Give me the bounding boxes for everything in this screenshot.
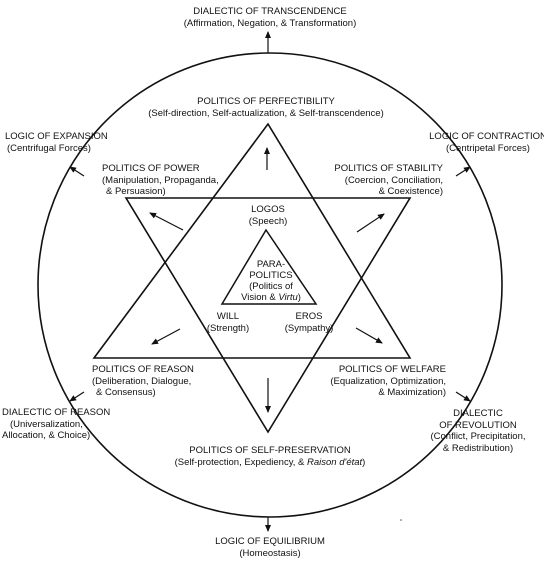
power-sub2: & Persuasion): [106, 186, 166, 197]
contraction-sub: (Centripetal Forces): [446, 142, 530, 154]
label-politics-of-power: POLITICS OF POWER (Manipulation, Propaga…: [102, 163, 219, 198]
welfare-title: POLITICS OF WELFARE: [338, 364, 446, 375]
label-politics-of-reason: POLITICS OF REASON (Deliberation, Dialog…: [92, 364, 194, 399]
speck-mark: [400, 519, 402, 521]
parapolitics-line3: (Politics of: [249, 281, 293, 292]
outer-circle: [37, 52, 503, 518]
equilibrium-title: LOGIC OF EQUILIBRIUM: [215, 536, 325, 547]
parapolitics-line4a: Vision &: [241, 292, 279, 303]
label-parapolitics: PARA- POLITICS (Politics of Vision & Vir…: [241, 259, 301, 303]
raison-d-etat: Raison d'état: [307, 456, 363, 468]
label-dialectic-of-transcendence: DIALECTIC OF TRANSCENDENCE (Affirmation,…: [184, 6, 356, 29]
stability-sub2: & Coexistence): [378, 186, 443, 197]
stability-sub1: (Coercion, Conciliation,: [344, 174, 443, 186]
reason-dialectic-sub1: (Universalization,: [10, 418, 83, 430]
self-preservation-sub-c: ): [362, 456, 366, 468]
welfare-sub2: & Maximization): [378, 387, 446, 398]
arrow-to-stability: [356, 213, 385, 233]
stability-title: POLITICS OF STABILITY: [334, 163, 443, 174]
label-politics-of-welfare: POLITICS OF WELFARE (Equalization, Optim…: [330, 364, 446, 399]
contraction-title: LOGIC OF CONTRACTION: [429, 131, 544, 142]
parapolitics-line4: Vision & Virtu): [241, 292, 301, 303]
label-logic-of-contraction: LOGIC OF CONTRACTION (Centripetal Forces…: [429, 131, 544, 154]
reason-dialectic-sub2: Allocation, & Choice): [2, 430, 91, 441]
label-politics-of-self-preservation: POLITICS OF SELF-PRESERVATION (Self-prot…: [175, 445, 366, 468]
expansion-sub: (Centrifugal Forces): [7, 142, 91, 154]
equilibrium-sub: (Homeostasis): [239, 547, 301, 559]
inner-triangle: [220, 228, 318, 305]
revolution-sub2: & Redistribution): [442, 442, 514, 454]
self-preservation-title: POLITICS OF SELF-PRESERVATION: [189, 445, 351, 456]
upward-triangle: [92, 122, 412, 359]
will-title: WILL: [216, 311, 240, 322]
expansion-title: LOGIC OF EXPANSION: [5, 131, 108, 142]
eros-sub: (Sympathy): [284, 322, 334, 334]
label-eros: EROS (Sympathy): [285, 311, 334, 334]
revolution-sub1: (Conflict, Precipitation,: [430, 431, 526, 442]
reason-title: POLITICS OF REASON: [92, 364, 194, 375]
arrow-to-welfare: [355, 327, 383, 344]
parapolitics-line4c: ): [297, 292, 301, 303]
label-logos: LOGOS (Speech): [249, 204, 288, 227]
parapolitics-line2: POLITICS: [249, 270, 293, 281]
arrow-to-reason: [151, 328, 181, 345]
welfare-sub1: (Equalization, Optimization,: [330, 375, 446, 387]
arrow-revolution: [455, 391, 471, 402]
downward-triangle: [124, 197, 412, 434]
arrow-to-power: [149, 212, 184, 231]
label-logic-of-expansion: LOGIC OF EXPANSION (Centrifugal Forces): [5, 131, 108, 154]
label-dialectic-of-reason: DIALECTIC OF REASON (Universalization, A…: [2, 407, 110, 442]
parapolitics-virtu: Virtu: [278, 292, 298, 303]
power-title: POLITICS OF POWER: [102, 163, 200, 174]
transcendence-title: DIALECTIC OF TRANSCENDENCE: [193, 6, 347, 17]
label-will: WILL (Strength): [207, 311, 249, 334]
label-logic-of-equilibrium: LOGIC OF EQUILIBRIUM (Homeostasis): [215, 536, 325, 559]
transcendence-sub: (Affirmation, Negation, & Transformation…: [183, 17, 357, 29]
reason-sub2: & Consensus): [96, 387, 156, 398]
self-preservation-sub-a: (Self-protection, Expediency, &: [174, 456, 308, 468]
arrow-reason-dialectic: [69, 391, 85, 402]
logos-sub: (Speech): [248, 215, 288, 227]
arrow-contraction: [455, 166, 471, 177]
revolution-title2: OF REVOLUTION: [439, 419, 517, 431]
logos-title: LOGOS: [251, 204, 285, 215]
revolution-title1: DIALECTIC: [453, 408, 503, 419]
reason-dialectic-title: DIALECTIC OF REASON: [2, 407, 111, 418]
label-dialectic-of-revolution: DIALECTIC OF REVOLUTION (Conflict, Preci…: [430, 408, 525, 454]
perfectibility-title: POLITICS OF PERFECTIBILITY: [197, 96, 335, 107]
label-politics-of-perfectibility: POLITICS OF PERFECTIBILITY (Self-directi…: [148, 96, 384, 119]
will-sub: (Strength): [206, 322, 250, 334]
self-preservation-sub: (Self-protection, Expediency, & Raison d…: [175, 457, 366, 469]
eros-title: EROS: [295, 311, 323, 322]
label-politics-of-stability: POLITICS OF STABILITY (Coercion, Concili…: [334, 163, 443, 198]
perfectibility-sub: (Self-direction, Self-actualization, & S…: [148, 107, 384, 119]
reason-sub1: (Deliberation, Dialogue,: [92, 375, 192, 387]
parapolitics-line1: PARA-: [256, 259, 286, 270]
power-sub1: (Manipulation, Propaganda,: [102, 174, 219, 186]
arrow-expansion: [69, 166, 85, 177]
